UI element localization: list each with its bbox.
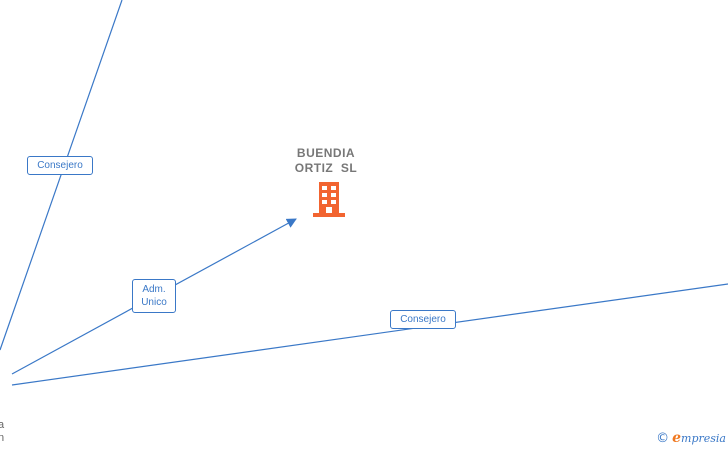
relation-label-text: Consejero: [37, 160, 83, 171]
company-name-line2: ORTIZ SL: [294, 161, 358, 175]
company-name[interactable]: BUENDIA ORTIZ SL: [276, 146, 376, 176]
copyright-icon: ©: [656, 431, 670, 446]
brand-name: mpresia: [681, 432, 726, 445]
building-icon[interactable]: [313, 182, 345, 217]
relation-label-line1: Adm.: [142, 284, 166, 295]
company-name-line1: BUENDIA: [296, 146, 356, 160]
person-name-line2: n: [0, 432, 5, 444]
brand-logo[interactable]: ©empresia: [656, 430, 726, 446]
edge-consejero-1: [0, 0, 123, 351]
relation-label-consejero[interactable]: Consejero: [27, 156, 93, 175]
person-name-fragment[interactable]: a n: [0, 419, 4, 445]
relation-label-adm-unico[interactable]: Adm. Unico: [132, 279, 176, 313]
person-name-line1: a: [0, 419, 5, 431]
relation-label-line2: Unico: [141, 297, 167, 308]
edge-consejero-2: [11, 283, 728, 386]
relation-label-consejero[interactable]: Consejero: [390, 310, 456, 329]
relation-label-text: Consejero: [400, 314, 446, 325]
brand-mark: e: [672, 430, 682, 446]
